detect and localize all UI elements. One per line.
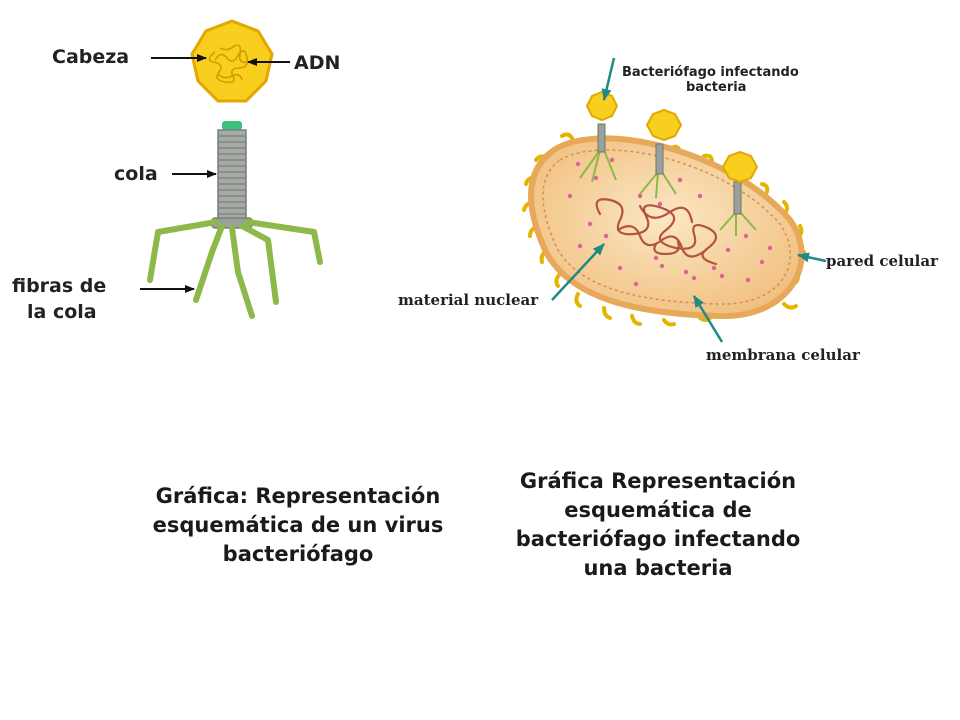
caption-infection-line1: Gráfica Representación: [519, 469, 797, 493]
label-cell-wall: pared celular: [826, 252, 939, 270]
label-dna: ADN: [294, 52, 340, 74]
phage-collar: [222, 121, 242, 130]
infection-diagram: Bacteriófago infectando bacteria pared c…: [398, 57, 939, 364]
label-tail-fibers-line1: fibras de: [12, 275, 106, 297]
bacteriophage-diagram: Cabeza ADN cola fibras de la cola: [12, 19, 340, 323]
caption-infection-line4: una bacteria: [583, 556, 733, 580]
caption-phage-line1: Gráfica: Representación: [155, 484, 441, 508]
arrow-nuclear-material: [551, 243, 605, 301]
phage-tail-fibers: [147, 219, 323, 319]
label-tail: cola: [114, 163, 158, 185]
caption-infection-line3: bacteriófago infectando: [515, 527, 801, 551]
bacterium-cell: [522, 132, 807, 327]
arrow-cell-membrane: [692, 295, 724, 343]
label-phage-infecting-line2: bacteria: [686, 80, 746, 95]
phage-tail: [211, 129, 253, 229]
label-nuclear-material: material nuclear: [398, 291, 539, 309]
label-head: Cabeza: [52, 46, 129, 68]
attached-phage-2: [639, 108, 683, 199]
phage-head: [190, 19, 274, 103]
attached-phage-3: [719, 150, 759, 236]
label-phage-infecting-line1: Bacteriófago infectando: [622, 65, 799, 80]
caption-phage-line2: esquemática de un virus: [152, 513, 444, 537]
label-tail-fibers-line2: la cola: [27, 301, 97, 323]
phage-dna: [208, 44, 249, 84]
caption-phage-line3: bacteriófago: [222, 542, 374, 566]
label-cell-membrane: membrana celular: [706, 346, 861, 364]
caption-phage: Gráfica: Representación esquemática de u…: [118, 482, 478, 569]
caption-infection-line2: esquemática de: [564, 498, 752, 522]
arrow-phage-infecting: [601, 57, 616, 101]
caption-infection: Gráfica Representación esquemática de ba…: [478, 467, 838, 583]
nuclear-material: [595, 198, 718, 266]
arrow-cell-wall: [797, 252, 827, 263]
